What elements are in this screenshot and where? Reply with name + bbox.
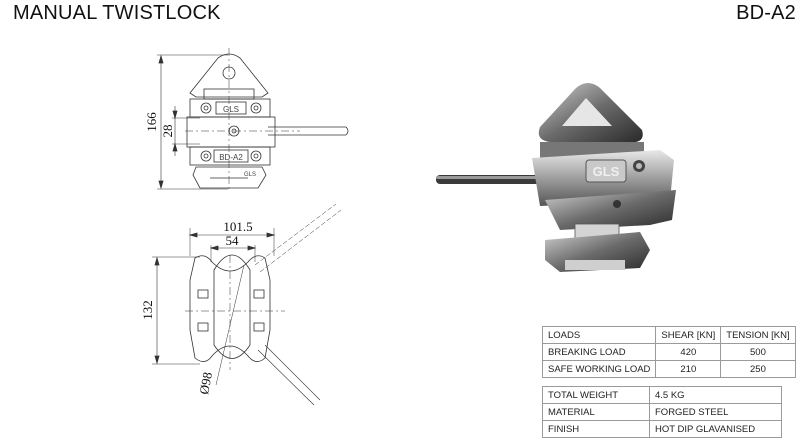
table-cell: 420 (655, 343, 722, 361)
top-view-drawing (157, 48, 349, 192)
table-cell: HOT DIP GLAVANISED (649, 420, 782, 438)
loads-table: LOADS SHEAR [KN] TENSION [KN] BREAKING L… (541, 326, 796, 378)
loads-header-row: LOADS SHEAR [KN] TENSION [KN] (541, 326, 796, 344)
page-title: MANUAL TWISTLOCK (13, 2, 221, 24)
table-cell: TOTAL WEIGHT (542, 386, 650, 404)
table-row: SAFE WORKING LOAD 210 250 (541, 360, 796, 378)
table-cell: 500 (720, 343, 796, 361)
dim-height-top: 166 (144, 112, 159, 132)
engraving-bottom: GLS (244, 172, 256, 178)
table-cell: FINISH (542, 420, 650, 438)
model-code: BD-A2 (736, 2, 796, 24)
header-cell: SHEAR [KN] (655, 326, 722, 344)
bottom-view-drawing (152, 203, 342, 406)
twistlock-3d-render (436, 83, 676, 272)
table-row: MATERIAL FORGED STEEL (542, 403, 782, 421)
header-cell: LOADS (541, 326, 657, 344)
properties-table: TOTAL WEIGHT 4.5 KG MATERIAL FORGED STEE… (542, 386, 782, 438)
table-cell: 210 (655, 360, 722, 378)
engraving-top: GLS (223, 105, 239, 114)
table-row: TOTAL WEIGHT 4.5 KG (542, 386, 782, 404)
engraving-mid: BD-A2 (219, 153, 243, 162)
table-cell: 4.5 KG (649, 386, 782, 404)
table-cell: MATERIAL (542, 403, 650, 421)
table-row: FINISH HOT DIP GLAVANISED (542, 420, 782, 438)
table-cell: 250 (720, 360, 796, 378)
dim-diameter: Ø98 (196, 371, 215, 396)
table-cell: BREAKING LOAD (541, 343, 657, 361)
dim-inner: 54 (226, 233, 240, 248)
table-cell: SAFE WORKING LOAD (541, 360, 657, 378)
dim-height-bottom: 132 (140, 300, 155, 320)
dim-width: 101.5 (223, 219, 252, 234)
table-row: BREAKING LOAD 420 500 (541, 343, 796, 361)
header-cell: TENSION [KN] (720, 326, 796, 344)
table-cell: FORGED STEEL (649, 403, 782, 421)
dim-slot: 28 (160, 125, 175, 138)
render-brand: GLS (593, 164, 620, 179)
